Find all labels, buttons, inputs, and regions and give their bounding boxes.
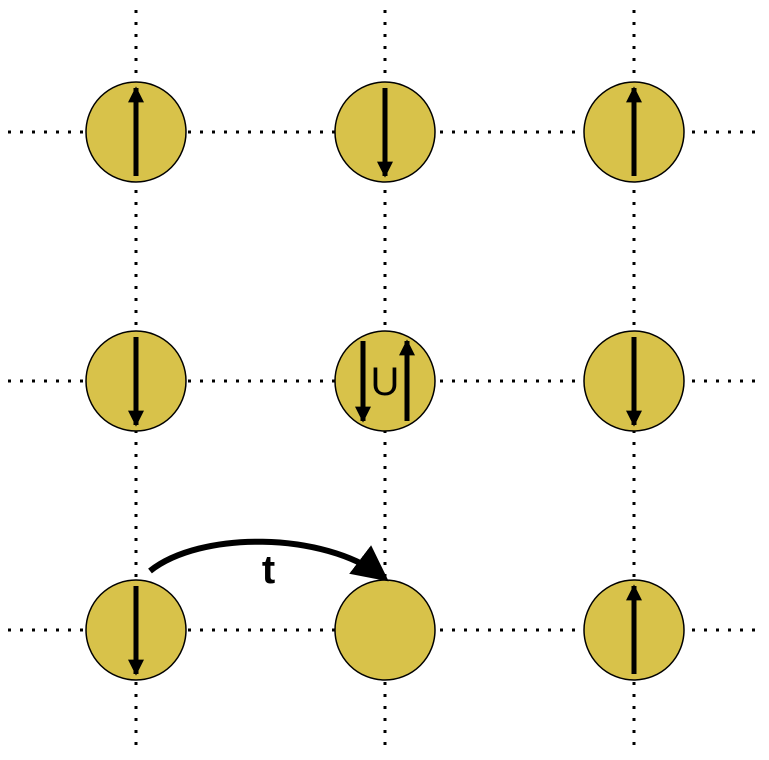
lattice-site: U: [334, 330, 436, 432]
lattice-site: [334, 81, 436, 183]
lattice-sites: U: [85, 81, 685, 681]
site-circle: [334, 330, 436, 432]
lattice-site: [583, 330, 685, 432]
lattice-site: [583, 579, 685, 681]
site-circle: [334, 579, 436, 681]
lattice-site: [583, 81, 685, 183]
hopping-arrow-group: t: [148, 538, 389, 592]
lattice-site: [85, 579, 187, 681]
hopping-arrow: [148, 538, 389, 582]
interaction-label: U: [371, 360, 400, 404]
lattice-site: [334, 579, 436, 681]
lattice-site: [85, 330, 187, 432]
hopping-label: t: [262, 548, 275, 592]
lattice-site: [85, 81, 187, 183]
